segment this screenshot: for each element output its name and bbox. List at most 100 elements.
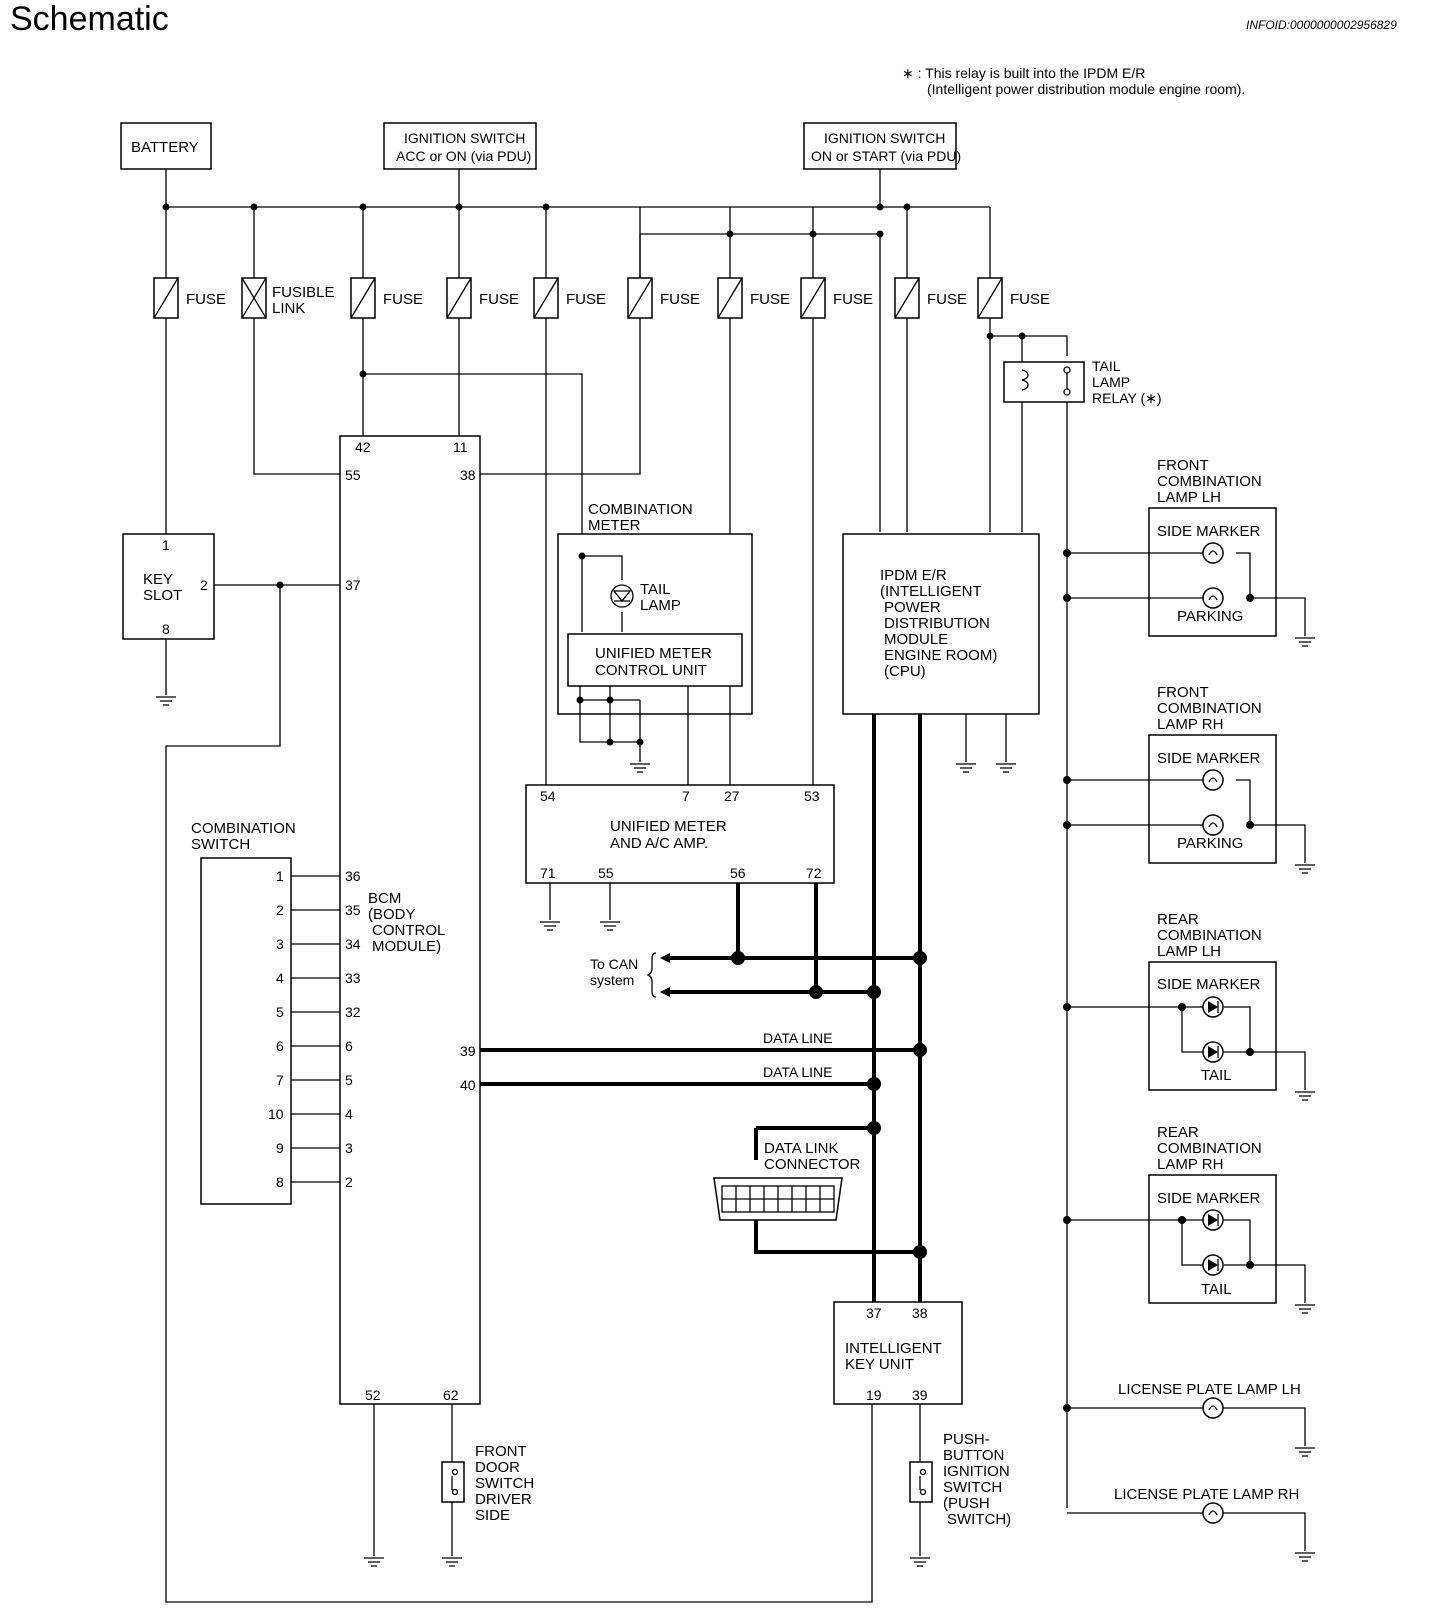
front-door-switch: FRONT DOOR SWITCH DRIVER SIDE xyxy=(441,1443,534,1524)
fusible-link-label: FUSIBLE xyxy=(272,284,335,301)
junction-dot xyxy=(913,951,927,965)
junction-dot xyxy=(576,696,584,704)
svg-text:37: 37 xyxy=(866,1305,882,1321)
fuse-label: FUSE xyxy=(750,291,790,308)
svg-text:39: 39 xyxy=(460,1043,476,1059)
junction-dot xyxy=(1063,1404,1071,1412)
svg-text:(CPU): (CPU) xyxy=(884,663,926,680)
svg-text:38: 38 xyxy=(460,467,476,483)
ground-icon xyxy=(1295,1304,1315,1314)
svg-text:40: 40 xyxy=(460,1077,476,1093)
ground-icon xyxy=(910,1557,930,1567)
bulb-icon xyxy=(1208,777,1218,783)
bulb-icon xyxy=(1202,814,1224,836)
svg-text:CONTROL: CONTROL xyxy=(372,922,445,939)
junction-dot xyxy=(1063,1003,1071,1011)
fuse: FUSE xyxy=(977,207,1050,319)
page-title: Schematic xyxy=(10,0,169,38)
unified-meter-ac-amp: 54 7 27 53 UNIFIED METER AND A/C AMP. 71… xyxy=(525,784,835,992)
bulb-icon xyxy=(1208,1405,1218,1411)
svg-text:LAMP LH: LAMP LH xyxy=(1157,489,1221,506)
can-bus: To CAN system DATA LINE DATA LINE xyxy=(480,714,922,1302)
svg-text:COMBINATION: COMBINATION xyxy=(588,501,693,518)
svg-text:SIDE MARKER: SIDE MARKER xyxy=(1157,523,1261,540)
junction-dot xyxy=(913,1043,927,1057)
ground-icon xyxy=(956,763,976,773)
svg-text:IGNITION: IGNITION xyxy=(943,1463,1010,1480)
svg-text:CONTROL UNIT: CONTROL UNIT xyxy=(595,662,707,679)
ground-icon xyxy=(630,763,650,773)
lamp-wire xyxy=(1067,1006,1306,1090)
junction-dot xyxy=(1178,1003,1186,1011)
switch-pin: 1 xyxy=(276,868,284,884)
fuse-label: FUSE xyxy=(833,291,873,308)
svg-text:REAR: REAR xyxy=(1157,911,1199,928)
fuse-label: FUSE xyxy=(660,291,700,308)
svg-text:54: 54 xyxy=(540,788,556,804)
svg-text:system: system xyxy=(590,972,634,988)
svg-text:FRONT: FRONT xyxy=(475,1443,527,1460)
svg-text:ON or START (via PDU): ON or START (via PDU) xyxy=(811,148,961,164)
svg-text:SWITCH: SWITCH xyxy=(191,836,250,853)
svg-text:MODULE): MODULE) xyxy=(372,938,441,955)
switch-pin: 5 xyxy=(276,1004,284,1020)
junction-dot xyxy=(809,985,823,999)
switch-pin: 10 xyxy=(268,1106,284,1122)
junction-dot xyxy=(1063,549,1071,557)
data-link-connector: DATA LINK CONNECTOR xyxy=(713,1140,861,1221)
svg-text:METER: METER xyxy=(588,517,641,534)
fusible-link-label: LINK xyxy=(272,300,305,317)
combination-meter: COMBINATION METER TAIL LAMP UNIFIED METE… xyxy=(557,501,753,785)
push-button-ignition-switch: PUSH- BUTTON IGNITION SWITCH (PUSH SWITC… xyxy=(909,1431,1011,1528)
bulb-icon xyxy=(1202,542,1224,564)
led-icon xyxy=(1208,1001,1218,1013)
key-slot: 1 KEY SLOT 2 8 xyxy=(122,533,873,1603)
svg-text:72: 72 xyxy=(806,865,822,881)
ground-icon xyxy=(1295,1552,1315,1562)
fuse-label: FUSE xyxy=(383,291,423,308)
switch-pin: 2 xyxy=(276,902,284,918)
svg-text:2: 2 xyxy=(200,577,208,593)
svg-text:DRIVER: DRIVER xyxy=(475,1491,532,1508)
fuse: FUSE xyxy=(533,207,606,319)
junction-dot xyxy=(359,203,367,211)
junction-dot xyxy=(867,985,881,999)
fuse-label: FUSE xyxy=(1010,291,1050,308)
fuse: FUSE xyxy=(894,207,967,319)
bcm-pin: 32 xyxy=(345,1004,361,1020)
svg-text:LAMP: LAMP xyxy=(1092,374,1130,390)
junction-dot xyxy=(1063,776,1071,784)
ground-icon xyxy=(600,921,620,931)
fuse: FUSE xyxy=(350,207,423,319)
junction-dot xyxy=(876,203,884,211)
svg-text:COMBINATION: COMBINATION xyxy=(1157,1140,1262,1157)
svg-text:55: 55 xyxy=(345,467,361,483)
svg-text:FRONT: FRONT xyxy=(1157,457,1209,474)
junction-dot xyxy=(1246,1048,1254,1056)
junction-dot xyxy=(606,696,614,704)
ground-icon xyxy=(1295,1447,1315,1457)
svg-text:MODULE: MODULE xyxy=(884,631,948,648)
relay-note-line2: (Intelligent power distribution module e… xyxy=(927,81,1245,97)
fuse-label: FUSE xyxy=(927,291,967,308)
svg-text:DISTRIBUTION: DISTRIBUTION xyxy=(884,615,990,632)
switch-pin: 6 xyxy=(276,1038,284,1054)
svg-text:INTELLIGENT: INTELLIGENT xyxy=(845,1340,942,1357)
junction-dot xyxy=(731,951,745,965)
switch-pin: 9 xyxy=(276,1140,284,1156)
bulb-icon xyxy=(1202,769,1224,791)
svg-text:IGNITION SWITCH: IGNITION SWITCH xyxy=(404,130,525,146)
svg-text:7: 7 xyxy=(682,788,690,804)
junction-dot xyxy=(1246,821,1254,829)
svg-text:DATA LINE: DATA LINE xyxy=(763,1064,833,1080)
switch-pin: 8 xyxy=(276,1174,284,1190)
svg-text:SWITCH: SWITCH xyxy=(475,1475,534,1492)
svg-text:SIDE: SIDE xyxy=(475,1507,510,1524)
svg-text:UNIFIED METER: UNIFIED METER xyxy=(610,818,727,835)
svg-text:TAIL: TAIL xyxy=(1201,1281,1232,1298)
svg-text:37: 37 xyxy=(345,577,361,593)
